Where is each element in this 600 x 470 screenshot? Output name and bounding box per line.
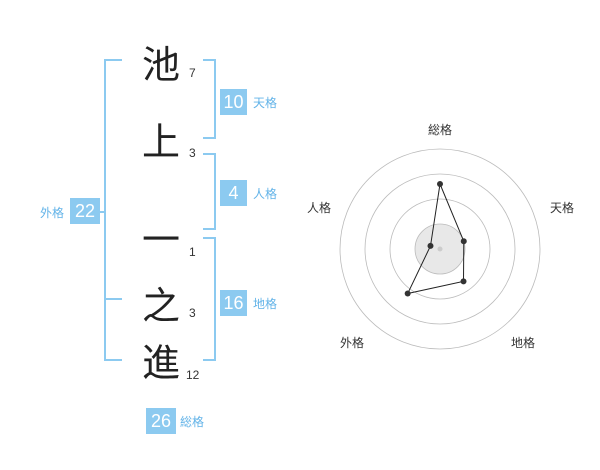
kanji-4: 之	[141, 284, 180, 328]
radar-ring	[389, 198, 491, 300]
radar-axis-label-gai: 外格	[340, 336, 365, 350]
ten-kaku-badge: 10	[220, 89, 247, 115]
radar-center-dot	[437, 246, 443, 252]
chi-kaku-badge: 16	[220, 290, 247, 316]
radar-point	[437, 181, 443, 187]
sou-kaku-badge: 26	[146, 408, 176, 434]
radar-ring	[414, 223, 466, 275]
kanji-5: 進	[141, 341, 180, 385]
kanji-3: 一	[141, 218, 180, 262]
radar-ring	[364, 173, 516, 325]
gai-kaku-label: 外格	[40, 206, 65, 220]
jin-bracket	[203, 153, 216, 230]
ten-bracket	[203, 59, 216, 139]
radar-polygon	[406, 182, 465, 295]
radar-axis-label-ten: 天格	[550, 201, 575, 215]
stroke-count-2: 3	[189, 146, 196, 160]
radar-axis-label-jin: 人格	[307, 201, 332, 215]
outer-bracket-stem	[98, 211, 106, 213]
stroke-count-4: 3	[189, 306, 196, 320]
radar-point	[427, 242, 434, 249]
ten-kaku-label: 天格	[253, 96, 278, 110]
radar-axis-label-chi: 地格	[511, 336, 536, 350]
stroke-count-1: 7	[189, 66, 196, 80]
radar-point	[460, 278, 467, 285]
outer-bracket	[104, 59, 122, 361]
radar-point	[404, 290, 411, 297]
stroke-count-3: 1	[189, 245, 196, 259]
gai-kaku-badge: 22	[70, 198, 100, 224]
jin-kaku-label: 人格	[253, 187, 278, 201]
radar-point	[460, 238, 467, 245]
stroke-count-5: 12	[186, 368, 200, 382]
outer-bracket-tick	[104, 298, 122, 300]
jin-kaku-badge: 4	[220, 180, 247, 206]
kanji-1: 池	[141, 43, 180, 87]
chi-kaku-label: 地格	[253, 297, 278, 311]
kanji-2: 上	[141, 120, 180, 164]
radar-ring	[339, 148, 541, 350]
sou-kaku-label: 総格	[180, 415, 205, 429]
chi-bracket	[203, 237, 216, 361]
radar-axis-label-sou: 総格	[428, 123, 453, 137]
